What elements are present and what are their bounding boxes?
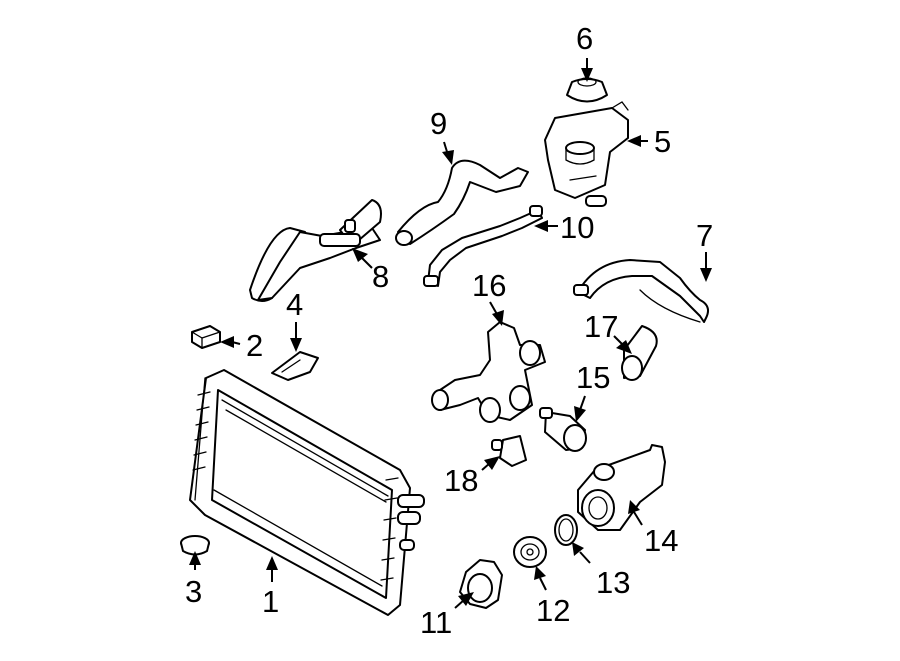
callout-13: 13 [596, 565, 630, 600]
callout-17: 17 [584, 309, 618, 344]
drain-plug [180, 535, 210, 556]
callout-12: 12 [536, 593, 570, 628]
hose-connector [621, 325, 658, 381]
water-outlet [431, 321, 546, 423]
callout-9: 9 [430, 106, 447, 141]
callout-14: 14 [644, 523, 678, 558]
callout-2: 2 [246, 328, 263, 363]
callout-16: 16 [472, 268, 506, 303]
callout-11: 11 [420, 605, 452, 640]
block-part [191, 325, 221, 349]
callout-7: 7 [696, 218, 713, 253]
thermostat [513, 536, 547, 568]
heater-hose [573, 259, 709, 323]
lower-hose [249, 199, 382, 302]
overflow-hose [423, 205, 543, 287]
callout-4: 4 [286, 287, 303, 322]
leader-lines [189, 58, 712, 609]
outlet-housing [577, 444, 666, 531]
callout-3: 3 [185, 574, 202, 609]
callout-15: 15 [576, 360, 610, 395]
reservoir [544, 101, 629, 207]
callout-8: 8 [372, 259, 389, 294]
callout-5: 5 [654, 124, 671, 159]
callout-6: 6 [576, 21, 593, 56]
radiator [189, 369, 425, 616]
callout-1: 1 [262, 584, 279, 619]
callout-18: 18 [444, 463, 478, 498]
upper-hose [395, 159, 529, 246]
connector [539, 407, 587, 452]
sensor [491, 435, 527, 467]
gasket [554, 514, 578, 546]
callout-labels: 1 2 3 4 5 6 7 8 9 10 11 12 13 14 15 16 1… [185, 21, 713, 640]
mount-bracket [271, 351, 319, 381]
callout-10: 10 [560, 210, 594, 245]
